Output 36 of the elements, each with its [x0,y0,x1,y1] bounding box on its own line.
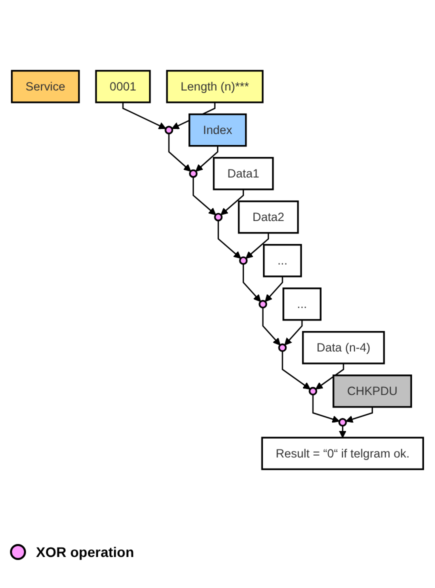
node-box: ... [262,244,302,278]
arrow [242,264,261,302]
node-box: Data2 [238,200,299,234]
arrow [338,426,346,438]
node-circle [278,343,287,352]
node-circle [214,212,223,222]
node-box: CHKPDU [332,374,412,408]
arrow [262,308,280,346]
arrow [284,320,303,346]
node-box: Length (n)*** [166,70,264,104]
node-box: Data (n-4) [302,331,385,364]
arrow [312,394,340,423]
arrow [168,133,192,172]
node-box: Service [10,70,80,104]
arrow [218,220,242,259]
arrow [195,146,218,172]
node-box: Result = “0“ if telgram ok. [261,436,424,470]
node-box: Data1 [212,156,274,190]
arrow [315,363,344,390]
arrow [246,232,270,259]
node-circle [189,169,198,178]
arrow [122,102,166,130]
node-circle [338,418,347,427]
node-circle [258,300,268,308]
arrow [192,177,216,216]
arrow [346,406,373,423]
node-box: Index [188,113,247,147]
arrow [220,189,244,216]
node-box: ... [282,288,322,321]
node-circle [308,386,318,396]
node-circle [239,256,248,265]
legend-text: XOR operation [36,544,134,560]
node-circle [164,126,174,134]
arrow [264,276,284,302]
arrow [282,351,311,390]
node-box: 0001 [95,70,151,104]
